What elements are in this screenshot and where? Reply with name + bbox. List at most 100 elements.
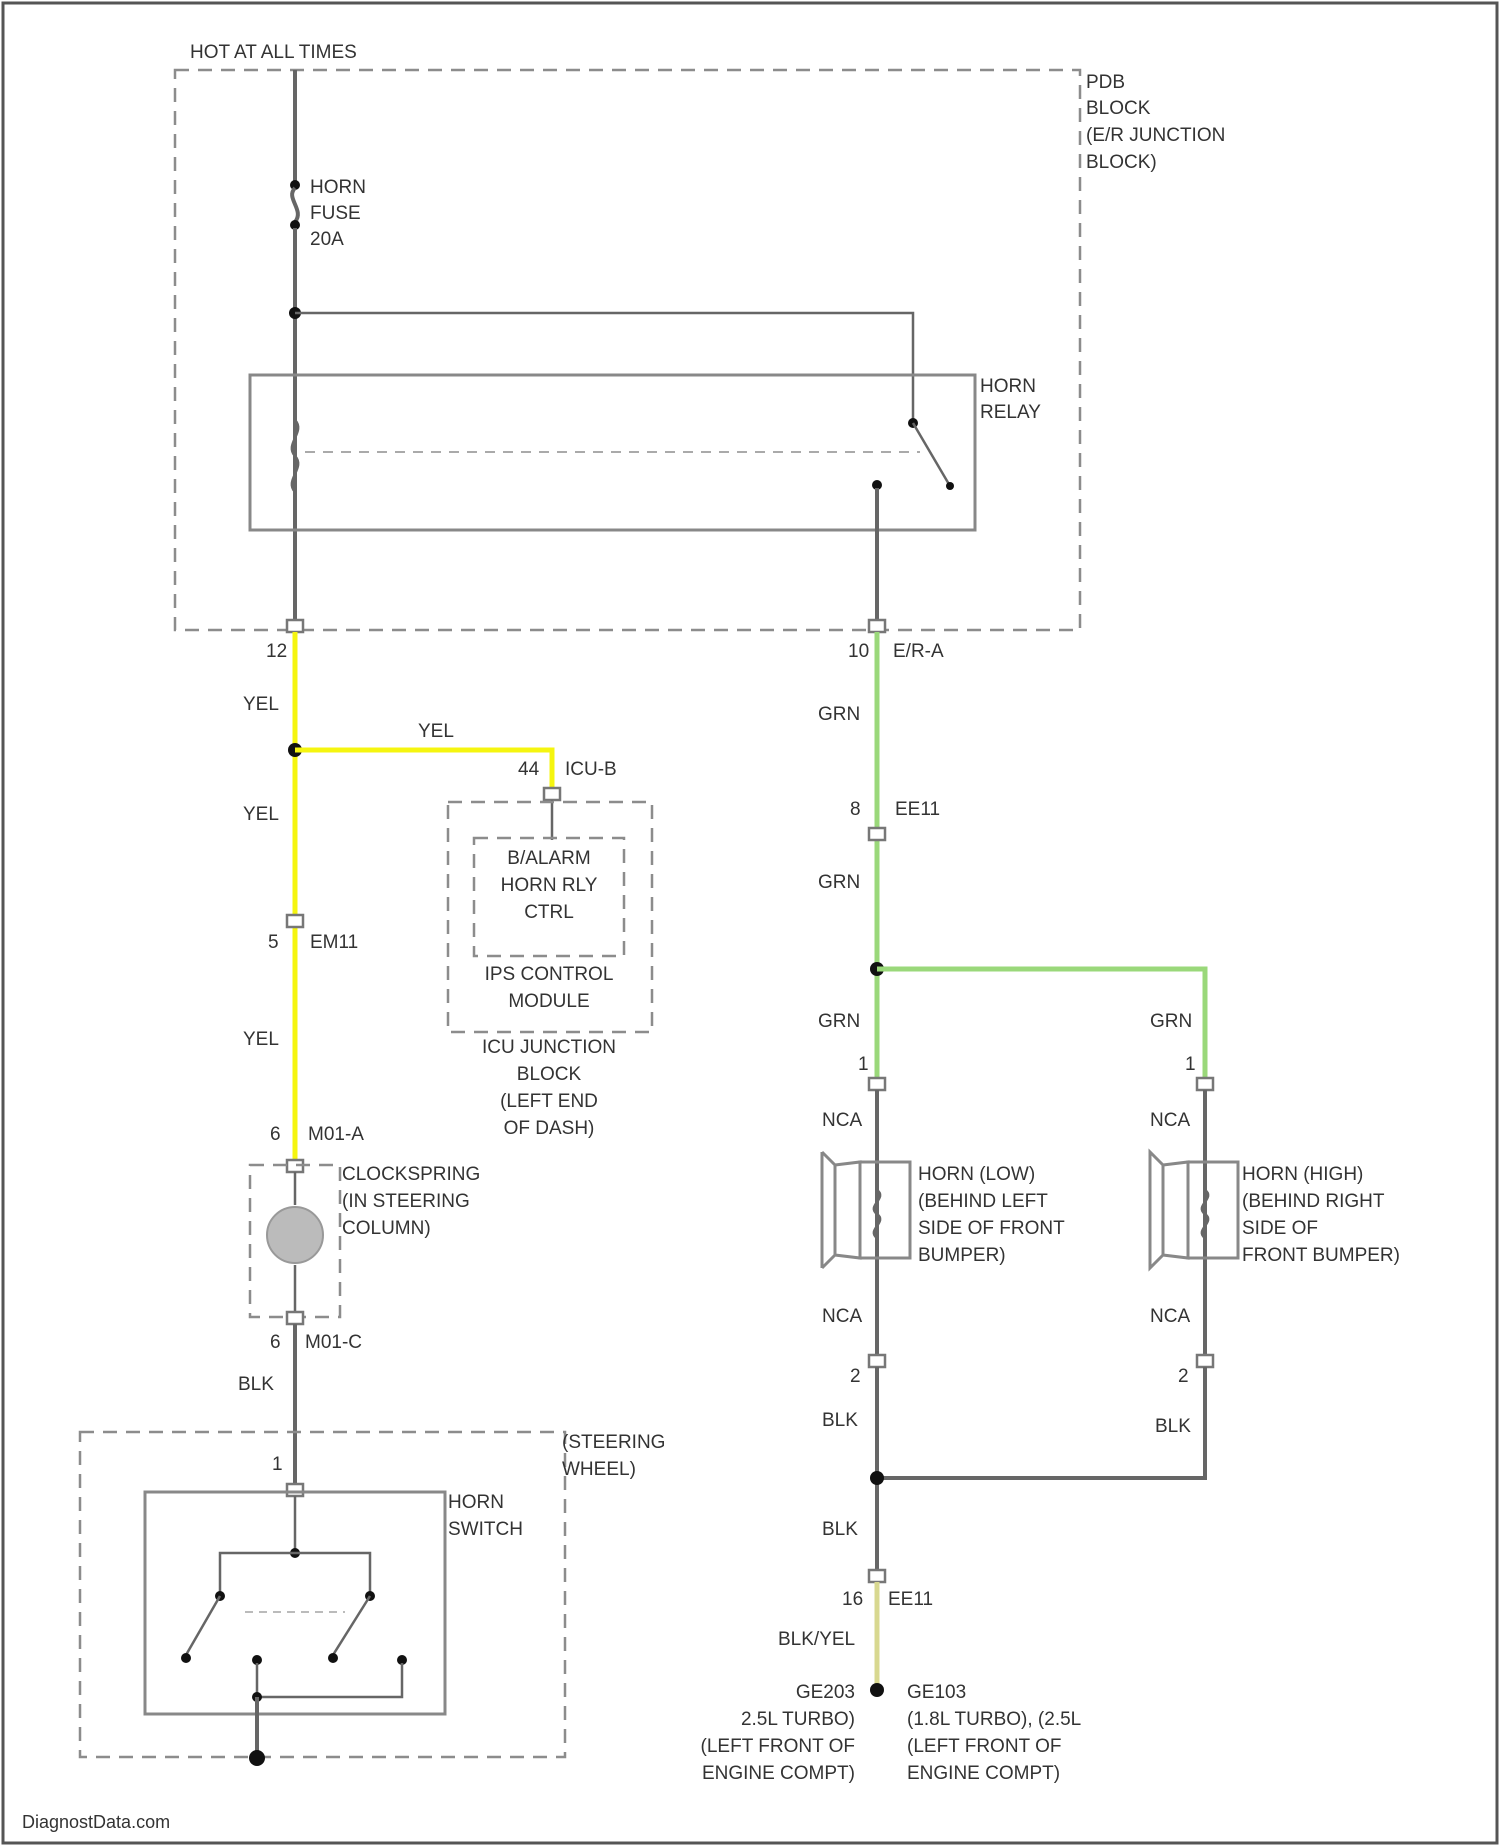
relay-label-2: RELAY <box>980 402 1041 423</box>
nca-label-2: NCA <box>822 1306 862 1327</box>
ground-left-3: (LEFT FRONT OF <box>701 1736 855 1757</box>
steering-wheel-outline <box>80 1432 565 1757</box>
relay-switch-arm <box>913 423 950 486</box>
blk-label-left: BLK <box>238 1374 274 1395</box>
pdb-label-1: PDB <box>1086 72 1125 93</box>
ee11-pin: 8 <box>850 799 861 820</box>
horn-low-label-3: SIDE OF FRONT <box>918 1218 1065 1239</box>
ground-left-4: ENGINE COMPT) <box>702 1763 855 1784</box>
horn-low-body <box>860 1162 910 1258</box>
ee11-ground-connector <box>869 1570 885 1582</box>
clockspring-label-1: CLOCKSPRING <box>342 1164 480 1185</box>
yel-wire-to-icu <box>295 750 552 790</box>
pdb-connector-right: E/R-A <box>893 641 944 662</box>
icu-block-3: (LEFT END <box>500 1091 598 1112</box>
horn-switch-bus <box>220 1553 370 1593</box>
horn-high-label-3: SIDE OF <box>1242 1218 1318 1239</box>
ee11b-label: EE11 <box>888 1589 933 1610</box>
fuse-label-1: HORN <box>310 177 366 198</box>
power-label: HOT AT ALL TIMES <box>190 42 357 63</box>
ee11-label: EE11 <box>895 799 940 820</box>
horn-switch-left-end <box>181 1653 191 1663</box>
ground-left-1: GE203 <box>796 1682 855 1703</box>
blk-label-3: BLK <box>822 1519 858 1540</box>
pdb-pin-right <box>869 620 885 632</box>
icu-module-1: IPS CONTROL <box>485 964 614 985</box>
pdb-block-outline <box>175 70 1080 630</box>
bkyel-label: BLK/YEL <box>778 1629 855 1650</box>
horn-low-label-1: HORN (LOW) <box>918 1164 1035 1185</box>
pdb-pin-left <box>287 620 303 632</box>
em11-connector <box>287 915 303 927</box>
icu-inner-1: B/ALARM <box>507 848 590 869</box>
horn-switch-left-arm <box>186 1596 220 1655</box>
m01c-pin: 6 <box>270 1332 281 1353</box>
blk-label-1: BLK <box>822 1410 858 1431</box>
m01c-connector <box>287 1312 303 1324</box>
horn-low-connector-top <box>869 1078 885 1090</box>
page-border <box>3 3 1497 1843</box>
relay-switch-feed <box>295 313 913 420</box>
pdb-label-4: BLOCK) <box>1086 152 1157 173</box>
horn-high-body <box>1188 1162 1238 1258</box>
ee11b-pin: 16 <box>842 1589 863 1610</box>
steering-ground-icon <box>249 1750 265 1766</box>
clockspring-label-3: COLUMN) <box>342 1218 431 1239</box>
watermark: DiagnostData.com <box>22 1812 170 1832</box>
icu-inner-3: CTRL <box>524 902 574 923</box>
steering-label-2: WHEEL) <box>562 1459 636 1480</box>
yel-label-4: YEL <box>243 1029 279 1050</box>
blk-label-2: BLK <box>1155 1416 1191 1437</box>
splice-blk <box>870 1471 884 1485</box>
icu-connector <box>544 788 560 800</box>
icu-inner-2: HORN RLY <box>501 875 598 896</box>
ground-right-4: ENGINE COMPT) <box>907 1763 1060 1784</box>
horn-high-label-2: (BEHIND RIGHT <box>1242 1191 1385 1212</box>
nca-label-1: NCA <box>822 1110 862 1131</box>
yel-label-3: YEL <box>243 804 279 825</box>
engine-ground-icon <box>870 1683 884 1697</box>
m01a-pin: 6 <box>270 1124 281 1145</box>
ground-left-2: 2.5L TURBO) <box>741 1709 855 1730</box>
m01a-label: M01-A <box>308 1124 364 1145</box>
horn-switch-right-end <box>328 1653 338 1663</box>
horn-high-connector-top <box>1197 1078 1213 1090</box>
horn-switch-label-1: HORN <box>448 1492 504 1513</box>
grn-label-1: GRN <box>818 704 860 725</box>
horn-high-pin2: 2 <box>1178 1366 1189 1387</box>
horn-low-label-4: BUMPER) <box>918 1245 1006 1266</box>
clockspring-icon <box>267 1207 323 1263</box>
relay-contact-arm-end <box>946 482 954 490</box>
em11-pin: 5 <box>268 932 279 953</box>
fuse-label-2: FUSE <box>310 203 361 224</box>
yel-label-1: YEL <box>243 694 279 715</box>
horn-switch-label-2: SWITCH <box>448 1519 523 1540</box>
yel-label-2: YEL <box>418 721 454 742</box>
em11-label: EM11 <box>310 932 358 953</box>
horn-switch-connector <box>287 1484 303 1496</box>
pdb-label-3: (E/R JUNCTION <box>1086 125 1225 146</box>
switch-pin: 1 <box>272 1454 283 1475</box>
steering-label-1: (STEERING <box>562 1432 665 1453</box>
grn-label-2: GRN <box>818 872 860 893</box>
horn-switch-right-arm <box>333 1596 370 1655</box>
icu-connector-label: ICU-B <box>565 759 617 780</box>
fuse-label-3: 20A <box>310 229 344 250</box>
ee11-connector <box>869 828 885 840</box>
ground-right-2: (1.8L TURBO), (2.5L <box>907 1709 1081 1730</box>
pdb-pin-left-number: 12 <box>266 641 287 662</box>
horn-low-label-2: (BEHIND LEFT <box>918 1191 1048 1212</box>
relay-label-1: HORN <box>980 376 1036 397</box>
ground-right-1: GE103 <box>907 1682 966 1703</box>
ground-right-3: (LEFT FRONT OF <box>907 1736 1061 1757</box>
horn-high-pin1: 1 <box>1185 1054 1196 1075</box>
horn-high-connector-bottom <box>1197 1355 1213 1367</box>
horn-high-label-4: FRONT BUMPER) <box>1242 1245 1400 1266</box>
horn-low-icon <box>822 1152 860 1268</box>
horn-high-icon <box>1150 1152 1188 1268</box>
icu-module-2: MODULE <box>508 991 589 1012</box>
icu-block-1: ICU JUNCTION <box>482 1037 616 1058</box>
nca-label-4: NCA <box>1150 1306 1190 1327</box>
pdb-label-2: BLOCK <box>1086 98 1151 119</box>
